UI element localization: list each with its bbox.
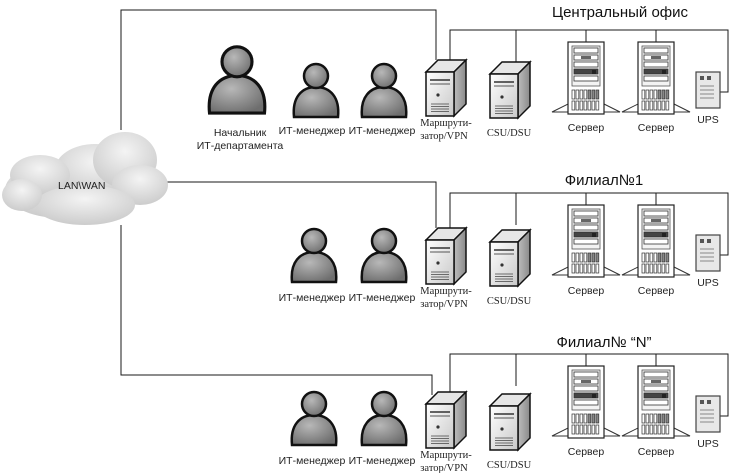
server-label: Сервер	[638, 446, 675, 458]
person-body	[292, 85, 340, 119]
person-head-of-it-icon	[207, 45, 267, 115]
router-vpn-icon	[424, 390, 468, 450]
person-label: ИТ-менеджер	[279, 125, 346, 137]
person-head	[370, 227, 398, 255]
router-label-line-2: затор/VPN	[420, 299, 468, 310]
server-icon	[551, 365, 621, 439]
server-icon	[621, 204, 691, 278]
cloud-label: LAN\WAN	[58, 180, 105, 192]
ups-icon	[695, 71, 721, 109]
csu-dsu-icon	[488, 228, 532, 288]
site-title: Филиал№1	[565, 172, 643, 189]
csu-dsu-icon	[488, 60, 532, 120]
site-title: Центральный офис	[552, 4, 689, 21]
site-central-office: Центральный офисНачальникИТ-департамента…	[197, 4, 729, 152]
person-body	[290, 250, 338, 284]
person-it-manager-icon	[360, 227, 408, 284]
lan-bus	[449, 192, 729, 256]
csu-dsu-label: CSU/DSU	[487, 460, 532, 471]
router-label-line-1: Маршрути-	[420, 118, 472, 129]
server-label: Сервер	[568, 122, 605, 134]
site-title: Филиал№ “N”	[556, 334, 651, 351]
person-label: ИТ-менеджер	[349, 455, 416, 467]
csu-dsu-icon	[488, 392, 532, 452]
router-label-line-2: затор/VPN	[420, 131, 468, 142]
link-central	[120, 9, 437, 130]
person-label: ИТ-менеджер	[279, 455, 346, 467]
ups-label: UPS	[697, 114, 719, 126]
person-head	[300, 390, 328, 418]
server-label: Сервер	[638, 285, 675, 297]
server-label: Сервер	[638, 122, 675, 134]
person-label: ИТ-менеджер	[279, 292, 346, 304]
lan-wan-cloud: LAN\WAN	[2, 132, 168, 225]
person-head	[302, 62, 330, 90]
server-icon	[551, 41, 621, 115]
router-label-line-1: Маршрути-	[420, 450, 472, 461]
link-branch-1	[166, 181, 437, 228]
person-head	[300, 227, 328, 255]
lan-bus	[449, 29, 729, 93]
person-label: ИТ-менеджер	[349, 292, 416, 304]
person-it-manager-icon	[360, 62, 408, 119]
sites: Центральный офисНачальникИТ-департамента…	[197, 4, 729, 473]
ups-label: UPS	[697, 438, 719, 450]
ups-label: UPS	[697, 277, 719, 289]
server-icon	[551, 204, 621, 278]
router-vpn-icon	[424, 226, 468, 286]
lan-bus	[449, 353, 729, 417]
person-label: ИТ-менеджер	[349, 125, 416, 137]
server-icon	[621, 41, 691, 115]
person-body	[360, 413, 408, 447]
wan-links	[120, 9, 437, 395]
person-label-line-2: ИТ-департамента	[197, 140, 284, 152]
router-vpn-icon	[424, 58, 468, 118]
server-label: Сервер	[568, 446, 605, 458]
person-body	[290, 413, 338, 447]
server-label: Сервер	[568, 285, 605, 297]
router-label-line-2: затор/VPN	[420, 463, 468, 473]
csu-dsu-label: CSU/DSU	[487, 296, 532, 307]
server-icon	[621, 365, 691, 439]
person-body	[207, 73, 267, 115]
person-body	[360, 250, 408, 284]
person-body	[360, 85, 408, 119]
person-it-manager-icon	[290, 390, 338, 447]
ups-icon	[695, 395, 721, 433]
person-label-line-1: Начальник	[214, 127, 267, 139]
link-branch-n	[120, 225, 433, 395]
person-head	[370, 390, 398, 418]
router-label-line-1: Маршрути-	[420, 286, 472, 297]
csu-dsu-label: CSU/DSU	[487, 128, 532, 139]
person-head	[370, 62, 398, 90]
ups-icon	[695, 234, 721, 272]
person-it-manager-icon	[360, 390, 408, 447]
person-head	[220, 45, 254, 79]
person-it-manager-icon	[292, 62, 340, 119]
person-it-manager-icon	[290, 227, 338, 284]
